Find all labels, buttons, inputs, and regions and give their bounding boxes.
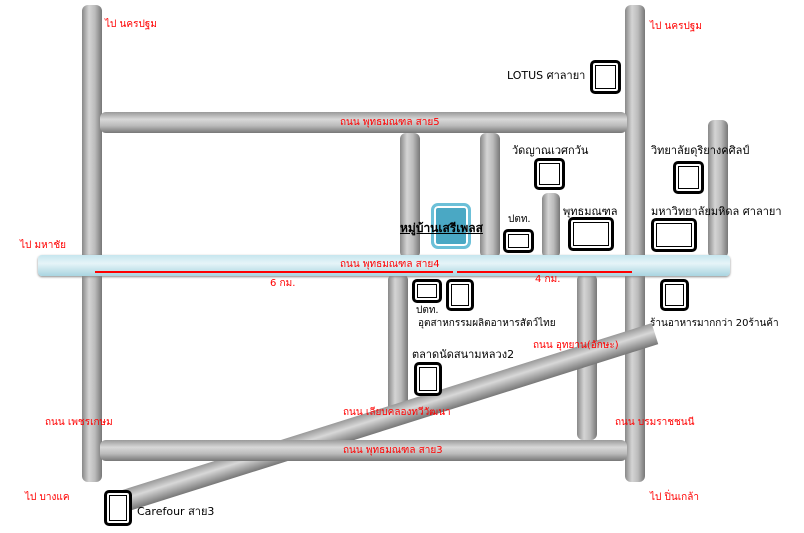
village-label: หมู่บ้านเสรีเพลส (400, 221, 483, 235)
landmark-phutthamonthon-label: พุทธมณฑล (563, 205, 618, 218)
landmark-mahidol-label: มหาวิทยาลัยมหิดล ศาลายา (651, 205, 782, 218)
distance-arrow-right (457, 271, 632, 273)
landmark-ptt-label: ปตท. (508, 214, 531, 225)
road-soi3 (100, 440, 627, 461)
distance-label: 4 กม. (535, 274, 561, 285)
direction-label: ไป ปิ่นเกล้า (650, 492, 699, 503)
landmark-ptt2-marker (412, 279, 442, 303)
landmark-wat-marker (534, 158, 565, 190)
landmark-wat-label: วัดญาณเวศกวัน (512, 144, 589, 157)
landmark-ptt-marker (503, 229, 534, 253)
landmark-college-marker (673, 161, 704, 194)
road-label: ถนน เพชรเกษม (45, 417, 113, 428)
landmark-restaurants-marker (660, 279, 689, 311)
road-label: ถนน เลียบคลองทวีวัฒนา (343, 407, 451, 418)
road-soi4-highway (38, 255, 730, 276)
road-borom (625, 5, 645, 482)
road-soi5 (100, 112, 627, 133)
landmark-restaurants-label: ร้านอาหารมากกว่า 20ร้านค้า (650, 318, 779, 329)
road-label: ถนน บรมราชชนนี (615, 417, 695, 428)
distance-arrow-left (95, 271, 453, 273)
distance-label: 6 กม. (270, 278, 296, 289)
road-connector (480, 133, 500, 258)
road-label: ถนน พุทธมณฑล สาย5 (340, 117, 440, 128)
village-marker (431, 203, 471, 249)
road-connector (388, 274, 408, 412)
road-label: ถนน พุทธมณฑล สาย3 (343, 445, 443, 456)
road-connector (542, 193, 560, 258)
landmark-ptt2-label: ปตท. (416, 305, 439, 316)
road-connector (708, 120, 728, 258)
landmark-feed-label: อุตสาหกรรมผลิตอาหารสัตว์ไทย (418, 318, 556, 329)
road-label: ถนน อุทยาน(อักษะ) (533, 340, 619, 351)
landmark-market-marker (414, 362, 442, 396)
landmark-college-label: วิทยาลัยดุริยางคศิลป์ (651, 144, 750, 157)
direction-label: ไป มหาชัย (20, 240, 67, 251)
landmark-mahidol-marker (651, 218, 697, 252)
road-label: ถนน พุทธมณฑล สาย4 (340, 259, 440, 270)
landmark-carrefour-marker (104, 490, 132, 526)
landmark-feed-marker (446, 279, 474, 311)
landmark-lotus-label: LOTUS ศาลายา (507, 69, 586, 82)
road-phetkasem (82, 5, 102, 482)
landmark-carrefour-label: Carefour สาย3 (137, 505, 215, 518)
direction-label: ไป บางแค (25, 492, 70, 503)
landmark-market-label: ตลาดนัดสนามหลวง2 (412, 348, 515, 361)
landmark-lotus-marker (590, 60, 621, 94)
direction-label: ไป นครปฐม (105, 19, 157, 30)
direction-label: ไป นครปฐม (650, 21, 702, 32)
road-connector (400, 133, 420, 258)
landmark-phutthamonthon-marker (568, 217, 614, 251)
